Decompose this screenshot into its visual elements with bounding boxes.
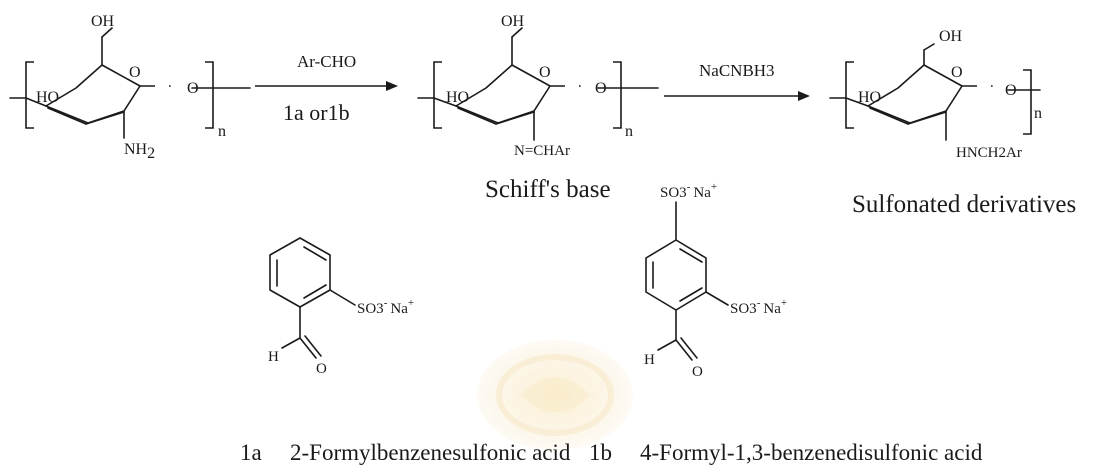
hydroxymethyl-label: OH xyxy=(939,28,963,45)
ring-oxygen-label: O xyxy=(951,64,963,81)
amine-label: NH2 xyxy=(124,141,155,162)
ring-oxygen-label: O xyxy=(539,64,551,81)
carbonyl-oxygen-label: O xyxy=(692,364,703,380)
glycosidic-oxygen-label: O xyxy=(187,80,199,97)
aldehyde-1a-structure: H O SO3-Na+ xyxy=(268,237,414,377)
glucosamine-ring xyxy=(455,64,551,124)
glycosidic-oxygen-label: O xyxy=(595,80,607,97)
amine-label: HNCH2Ar xyxy=(956,145,1022,161)
schiff-base-unit: OH O O HO N=CHAr n Schiff's base xyxy=(417,13,659,203)
benzene-ring xyxy=(269,237,331,308)
carbonyl-oxygen-label: O xyxy=(316,361,327,377)
hydroxymethyl-label: OH xyxy=(91,13,115,30)
chitosan-unit: OH O O HO NH2 n xyxy=(9,13,251,162)
legend-1a-code: 1a xyxy=(240,440,262,465)
arrow-1-catalyst: 1a or1b xyxy=(283,100,350,125)
legend-1b-code: 1b xyxy=(589,440,612,465)
repeat-count-label: n xyxy=(1034,105,1042,122)
hydroxyl-label: HO xyxy=(36,89,59,106)
sulfonated-unit: OH O O HO HNCH2Ar n Sulfonated derivativ… xyxy=(829,28,1076,218)
university-seal-icon xyxy=(477,340,633,450)
reaction-arrow-1: Ar-CHO 1a or1b xyxy=(255,52,398,125)
reaction-arrow-2: NaCNBH3 xyxy=(664,61,810,101)
aldehyde-hydrogen-label: H xyxy=(268,349,279,365)
aldehyde-hydrogen-label: H xyxy=(644,352,655,368)
imine-label: N=CHAr xyxy=(514,143,570,159)
hydroxyl-label: HO xyxy=(446,89,469,106)
hydroxyl-label: HO xyxy=(858,89,881,106)
arrow-1-reagent: Ar-CHO xyxy=(297,52,356,71)
legend-1b-name: 4-Formyl-1,3-benzenedisulfonic acid xyxy=(640,440,983,465)
sulfonate-label: SO3-Na+ xyxy=(357,297,414,317)
repeat-count-label: n xyxy=(218,123,226,140)
sulfonate-label: SO3-Na+ xyxy=(730,297,787,317)
repeat-count-label: n xyxy=(625,123,633,140)
benzene-ring xyxy=(645,239,707,311)
ring-oxygen-label: O xyxy=(129,64,141,81)
hydroxymethyl-label: OH xyxy=(501,13,525,30)
glucosamine-ring xyxy=(45,64,141,124)
compound-legend: 1a 2-Formylbenzenesulfonic acid 1b 4-For… xyxy=(240,440,983,465)
arrow-2-reagent: NaCNBH3 xyxy=(699,61,775,80)
glycosidic-oxygen-label: O xyxy=(1005,82,1017,99)
sulfonate-label: SO3-Na+ xyxy=(660,181,717,201)
glucosamine-ring xyxy=(867,64,963,124)
legend-1a-name: 2-Formylbenzenesulfonic acid xyxy=(290,440,571,465)
aldehyde-1b-structure: SO3-Na+ SO3-Na+ H O xyxy=(644,181,787,380)
schiff-base-caption: Schiff's base xyxy=(485,176,611,203)
sulfonated-caption: Sulfonated derivatives xyxy=(852,191,1076,218)
